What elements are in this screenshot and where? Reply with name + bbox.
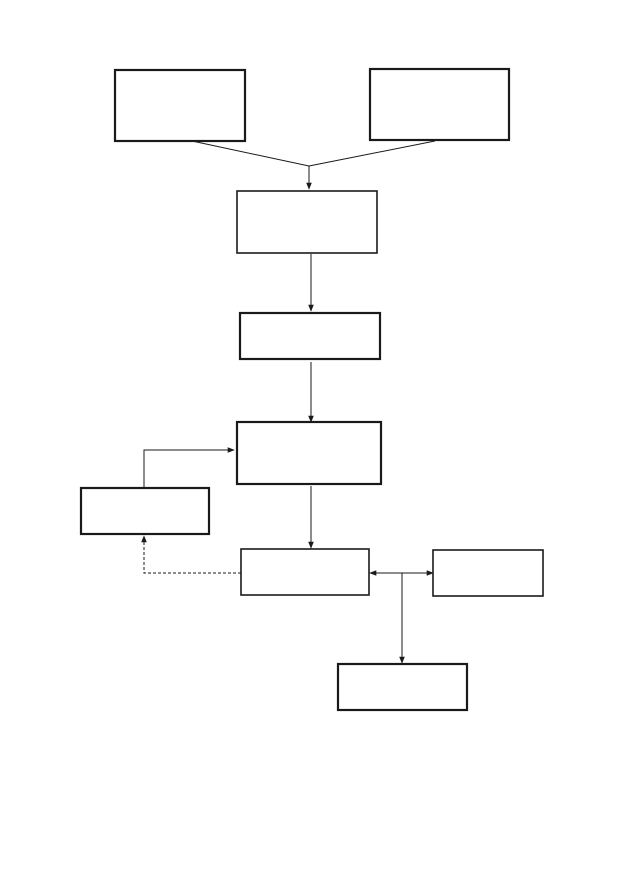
node-side-right xyxy=(432,549,544,597)
edge-step-4-to-side-left-dashed xyxy=(141,535,241,574)
node-step-3 xyxy=(235,420,383,486)
node-input-a xyxy=(113,68,247,143)
node-input-b xyxy=(368,67,511,142)
node-step-2 xyxy=(238,311,382,361)
edges xyxy=(141,140,436,664)
edge-input-b-to-merge xyxy=(308,140,436,167)
node-step-1 xyxy=(236,190,378,254)
edge-input-a-to-merge xyxy=(191,140,310,167)
node-step-4 xyxy=(240,548,370,596)
edge-side-left-to-step-3 xyxy=(143,447,235,487)
node-output-bottom xyxy=(336,662,469,712)
node-side-left xyxy=(79,486,211,536)
nodes xyxy=(79,67,544,712)
